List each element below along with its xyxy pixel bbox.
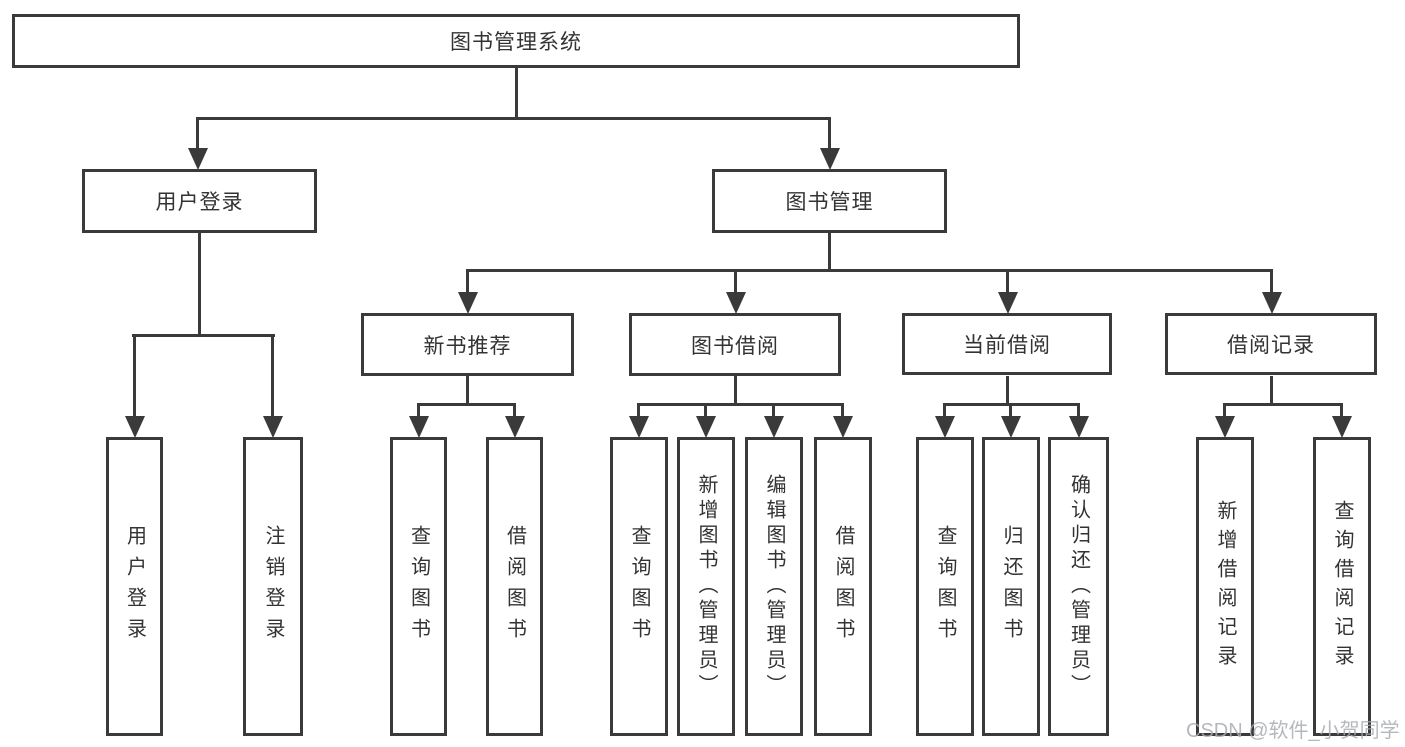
connector-arrow-shaft xyxy=(772,403,775,419)
leaf-user-login: 用户登录 xyxy=(106,437,163,736)
leaf-query-books: 查询图书 xyxy=(610,437,668,736)
node-label: 查询图书 xyxy=(628,524,650,649)
arrowhead-down-icon xyxy=(629,416,649,438)
arrowhead-down-icon xyxy=(505,416,525,438)
connector-arrow-shaft xyxy=(704,403,707,419)
connector-borrow-branch xyxy=(637,403,844,406)
arrowhead-down-icon xyxy=(409,416,429,438)
connector-user-trunk xyxy=(198,233,201,336)
arrowhead-down-icon xyxy=(1262,292,1282,314)
node-label: 确认归还（管理员） xyxy=(1067,474,1090,699)
arrowhead-down-icon xyxy=(998,292,1018,314)
connector-arrow-shaft xyxy=(828,117,831,150)
connector-arrow-shaft xyxy=(841,403,844,419)
node-label: 查询借阅记录 xyxy=(1331,499,1353,674)
node-label: 用户登录 xyxy=(123,524,146,649)
leaf-query-borrow-record: 查询借阅记录 xyxy=(1313,437,1371,736)
connector-arrow-shaft xyxy=(466,269,469,295)
node-label: 图书管理系统 xyxy=(450,31,582,54)
connector-arrow-shaft xyxy=(734,269,737,295)
leaf-borrow-books: 借阅图书 xyxy=(486,437,543,736)
node-new-book-recommend: 新书推荐 xyxy=(361,313,574,376)
node-label: 图书借阅 xyxy=(691,334,779,358)
node-user-login: 用户登录 xyxy=(82,169,317,233)
connector-recommend-branch xyxy=(417,403,516,406)
connector-arrow-shaft xyxy=(943,403,946,419)
connector-arrow-shaft xyxy=(1006,269,1009,295)
node-label: 新增图书（管理员） xyxy=(695,474,717,699)
leaf-edit-books-admin: 编辑图书（管理员） xyxy=(745,437,803,736)
leaf-add-books-admin: 新增图书（管理员） xyxy=(677,437,735,736)
connector-arrow-shaft xyxy=(417,403,420,419)
node-label: 用户登录 xyxy=(155,191,244,214)
arrowhead-down-icon xyxy=(833,416,853,438)
connector-records-trunk xyxy=(1270,376,1273,405)
connector-arrow-shaft xyxy=(1077,403,1080,419)
connector-user-branch xyxy=(132,334,275,337)
connector-root-trunk xyxy=(515,68,518,120)
arrowhead-down-icon xyxy=(935,416,955,438)
node-label: 查询图书 xyxy=(934,524,956,649)
arrowhead-down-icon xyxy=(263,416,283,438)
node-label: 借阅图书 xyxy=(503,524,526,649)
connector-arrow-shaft xyxy=(513,403,516,419)
node-book-borrowing: 图书借阅 xyxy=(629,313,841,376)
leaf-logout: 注销登录 xyxy=(243,437,303,736)
csdn-watermark: CSDN @软件_小贺同学 xyxy=(1186,720,1400,742)
connector-level2-branch xyxy=(196,117,831,120)
arrowhead-down-icon xyxy=(1215,416,1235,438)
arrowhead-down-icon xyxy=(726,292,746,314)
node-book-management: 图书管理 xyxy=(712,169,947,233)
node-label: 归还图书 xyxy=(1000,524,1022,649)
arrowhead-down-icon xyxy=(1332,416,1352,438)
node-current-borrowing: 当前借阅 xyxy=(902,313,1112,375)
arrowhead-down-icon xyxy=(764,416,784,438)
connector-arrow-shaft xyxy=(637,403,640,419)
connector-level3-branch xyxy=(466,269,1273,272)
node-label: 编辑图书（管理员） xyxy=(763,474,785,699)
arrowhead-down-icon xyxy=(1001,416,1021,438)
arrowhead-down-icon xyxy=(696,416,716,438)
arrowhead-down-icon xyxy=(125,416,145,438)
node-label: 注销登录 xyxy=(262,524,284,649)
node-label: 查询图书 xyxy=(407,524,430,649)
node-label: 新书推荐 xyxy=(423,334,512,358)
connector-recommend-trunk xyxy=(466,376,469,405)
node-root-system: 图书管理系统 xyxy=(12,14,1020,68)
arrowhead-down-icon xyxy=(458,292,478,314)
connector-arrow-shaft xyxy=(1009,403,1012,419)
node-label: 新增借阅记录 xyxy=(1214,499,1236,674)
node-label: 当前借阅 xyxy=(963,334,1051,357)
connector-arrow-shaft xyxy=(196,117,199,150)
arrowhead-down-icon xyxy=(1069,416,1089,438)
leaf-return-books: 归还图书 xyxy=(982,437,1040,736)
arrowhead-down-icon xyxy=(820,148,840,170)
node-borrowing-records: 借阅记录 xyxy=(1165,313,1377,375)
connector-current-trunk xyxy=(1006,376,1009,405)
leaf-confirm-return-admin: 确认归还（管理员） xyxy=(1048,437,1109,736)
leaf-add-borrow-record: 新增借阅记录 xyxy=(1196,437,1254,736)
connector-mgmt-trunk xyxy=(828,233,831,272)
connector-borrow-trunk xyxy=(734,376,737,405)
arrowhead-down-icon xyxy=(188,148,208,170)
connector-arrow-shaft xyxy=(1270,269,1273,295)
connector-arrow-shaft xyxy=(1223,403,1226,419)
leaf-query-books: 查询图书 xyxy=(390,437,447,736)
connector-records-branch xyxy=(1223,403,1343,406)
node-label: 图书管理 xyxy=(785,191,874,214)
connector-arrow-shaft xyxy=(133,334,136,419)
leaf-borrow-books: 借阅图书 xyxy=(814,437,872,736)
node-label: 借阅记录 xyxy=(1227,334,1315,357)
leaf-query-books: 查询图书 xyxy=(916,437,974,736)
node-label: 借阅图书 xyxy=(832,524,854,649)
connector-arrow-shaft xyxy=(271,334,274,419)
connector-arrow-shaft xyxy=(1340,403,1343,419)
